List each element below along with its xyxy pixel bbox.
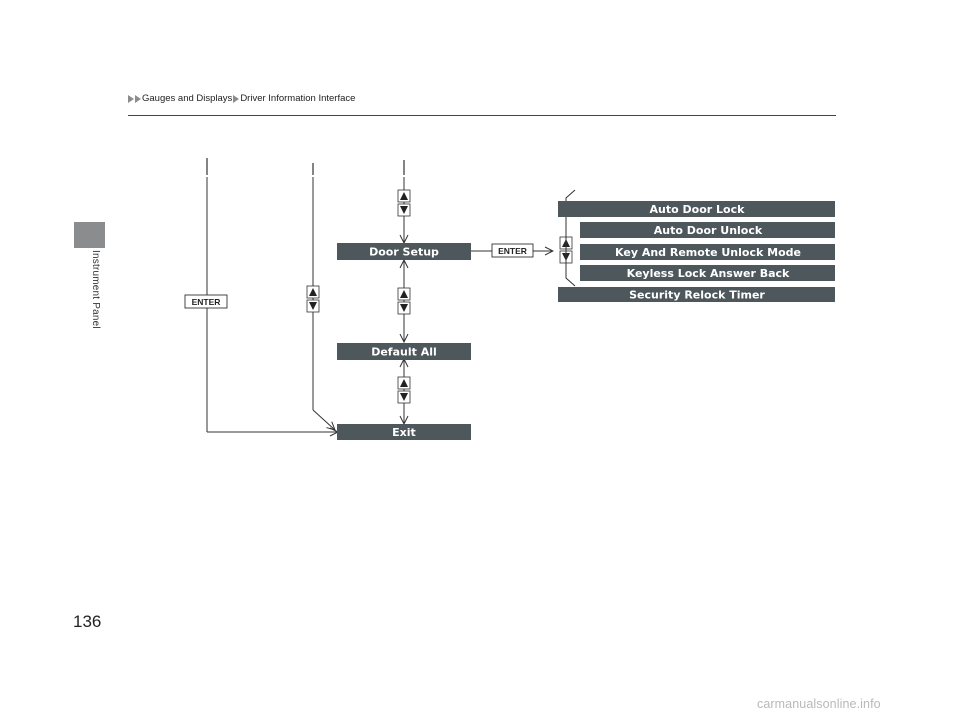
- exit-label: Exit: [392, 426, 416, 439]
- enter-label: ENTER: [192, 297, 221, 307]
- door-setup-label: Door Setup: [369, 246, 439, 259]
- key-remote-unlock-mode-label: Key And Remote Unlock Mode: [615, 246, 801, 259]
- watermark: carmanualsonline.info: [757, 697, 881, 711]
- auto-door-lock-label: Auto Door Lock: [650, 203, 746, 216]
- menu-item-exit: Exit: [337, 424, 471, 440]
- breadcrumb-arrow-icon: [135, 94, 141, 103]
- security-relock-timer-label: Security Relock Timer: [629, 289, 765, 302]
- scroll-up-down-icon: [306, 285, 320, 313]
- keyless-lock-answer-back-label: Keyless Lock Answer Back: [627, 267, 790, 280]
- chapter-tab: [74, 222, 105, 248]
- scroll-up-down-icon: [397, 189, 411, 217]
- breadcrumb-arrow-icon: [128, 94, 134, 103]
- auto-door-unlock-label: Auto Door Unlock: [654, 224, 763, 237]
- submenu-bracket: [565, 189, 576, 287]
- page-number: 136: [73, 612, 102, 631]
- menu-item-door-setup: Door Setup: [337, 243, 471, 260]
- scroll-up-down-icon: [397, 376, 411, 404]
- header-rule: [128, 115, 836, 116]
- enter-button-icon: ENTER: [184, 294, 228, 309]
- scroll-up-down-icon: [397, 287, 411, 315]
- submenu-item-auto-door-lock: Auto Door Lock: [558, 201, 835, 217]
- menu-item-default-all: Default All: [337, 343, 471, 360]
- chapter-label: Instrument Panel: [90, 250, 101, 329]
- breadcrumb: Gauges and Displays Driver Information I…: [128, 93, 356, 104]
- submenu-item-key-remote-unlock-mode: Key And Remote Unlock Mode: [580, 244, 835, 260]
- breadcrumb-arrow-icon: [233, 94, 240, 103]
- breadcrumb-item[interactable]: Gauges and Displays: [142, 93, 233, 104]
- default-all-label: Default All: [371, 346, 437, 359]
- submenu-item-keyless-lock-answer-back: Keyless Lock Answer Back: [580, 265, 835, 281]
- enter-label: ENTER: [498, 246, 527, 256]
- door-setup-enter-connector: ENTER: [471, 243, 553, 258]
- breadcrumb-item[interactable]: Driver Information Interface: [240, 93, 356, 104]
- submenu-item-security-relock-timer: Security Relock Timer: [558, 287, 835, 302]
- submenu-item-auto-door-unlock: Auto Door Unlock: [580, 222, 835, 238]
